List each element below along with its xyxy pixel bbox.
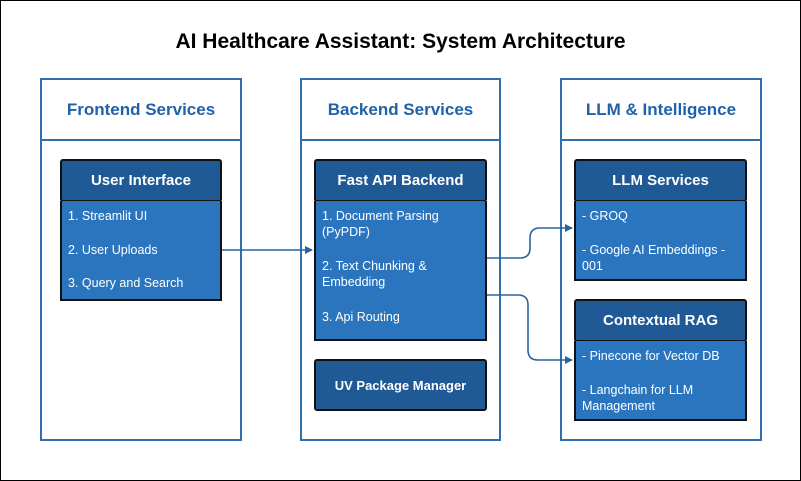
column-header-frontend: Frontend Services xyxy=(40,78,242,141)
list-item: 2. Text Chunking & Embedding xyxy=(322,259,427,289)
diagram-title: AI Healthcare Assistant: System Architec… xyxy=(175,30,626,53)
arrow-backend-to-llm-services xyxy=(487,224,573,259)
card-contextual-rag-body: - Pinecone for Vector DB - Langchain for… xyxy=(574,341,747,421)
list-item: - Google AI Embeddings - 001 xyxy=(582,243,726,273)
list-item: 1. Document Parsing (PyPDF) xyxy=(322,209,439,239)
card-fast-api-header: Fast API Backend xyxy=(314,159,487,202)
list-item: 1. Streamlit UI xyxy=(68,209,148,223)
list-item: 3. Api Routing xyxy=(322,310,400,324)
column-header-llm: LLM & Intelligence xyxy=(560,78,762,141)
list-item: 2. User Uploads xyxy=(68,243,158,257)
card-user-interface-body: 1. Streamlit UI 2. User Uploads 3. Query… xyxy=(60,201,222,301)
list-item: 3. Query and Search xyxy=(68,276,184,290)
card-llm-services-body: - GROQ - Google AI Embeddings - 001 xyxy=(574,201,747,281)
list-item: - Langchain for LLM Management xyxy=(582,383,694,413)
list-item: - GROQ xyxy=(582,209,628,223)
card-uv-package-manager: UV Package Manager xyxy=(314,359,487,411)
column-header-backend: Backend Services xyxy=(300,78,501,141)
list-item: - Pinecone for Vector DB xyxy=(582,349,720,363)
card-fast-api-body: 1. Document Parsing (PyPDF) 2. Text Chun… xyxy=(314,201,487,341)
arrow-backend-to-contextual-rag xyxy=(487,294,573,364)
